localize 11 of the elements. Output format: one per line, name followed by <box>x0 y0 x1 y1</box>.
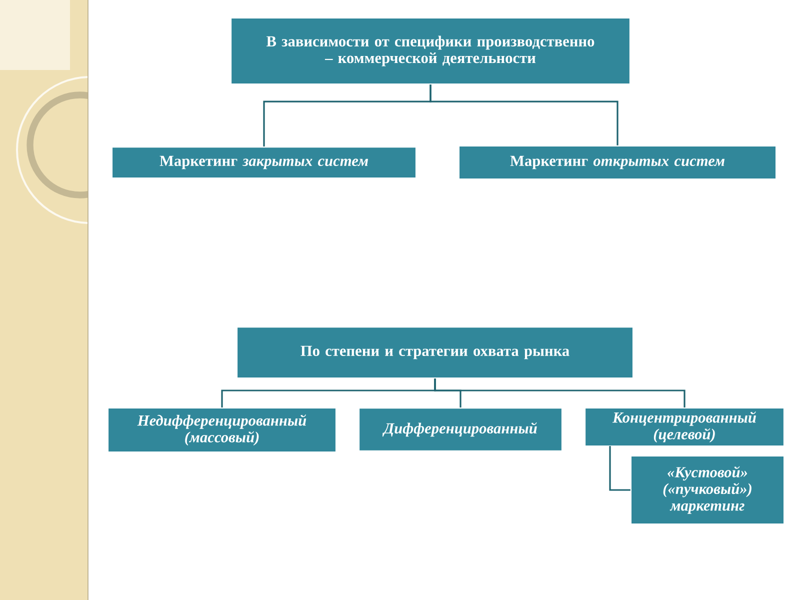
category-box: По степени и стратегии охвата рынка <box>236 326 634 378</box>
category-box: Дифференцированный <box>358 408 562 452</box>
connector-line <box>430 84 618 146</box>
category-box: Концентрированный (целевой) <box>584 407 784 447</box>
category-box: Недифференцированный (массовый) <box>107 407 337 453</box>
connector-line <box>609 446 630 491</box>
connector-line <box>434 378 686 408</box>
category-box: «Кустовой» («пучковый») маркетинг <box>630 455 785 525</box>
category-box: Маркетинг открытых систем <box>458 145 777 180</box>
category-box: Маркетинг закрытых систем <box>111 146 417 178</box>
category-box: В зависимости от специфики производственно – коммерческой деятельности <box>230 17 630 85</box>
